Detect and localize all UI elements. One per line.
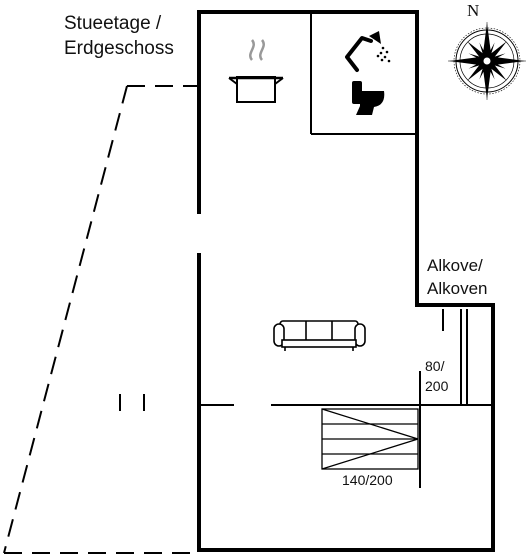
compass-north-label: N: [467, 1, 480, 20]
staircase: [321, 408, 419, 470]
compass-rose-icon: [448, 22, 526, 100]
bathroom-walls: [310, 12, 417, 135]
alcove-label-line-1: Alkove/: [427, 256, 483, 275]
interior-partitions: [199, 309, 493, 488]
single-bed-size-label: 80/ 200: [425, 356, 448, 396]
single-bed-size-line-2: 200: [425, 378, 449, 394]
double-bed-size-label: 140/200: [342, 472, 393, 488]
toilet-icon: [352, 81, 385, 115]
alcove-label: Alkove/ Alkoven: [427, 254, 487, 300]
single-bed-size-line-1: 80/: [425, 358, 445, 374]
alcove-label-line-2: Alkoven: [427, 279, 488, 298]
walls: [197, 10, 495, 552]
terrace-outline: [3, 85, 199, 554]
shower-icon: [345, 31, 391, 72]
railing-marks: [119, 394, 145, 411]
cooking-pot-icon: [228, 39, 284, 103]
floor-label-line-1: Stueetage /: [64, 13, 162, 34]
floor-level-label: Stueetage / Erdgeschoss: [64, 11, 174, 61]
floor-label-line-2: Erdgeschoss: [64, 38, 174, 59]
sofa-icon: [273, 320, 366, 351]
